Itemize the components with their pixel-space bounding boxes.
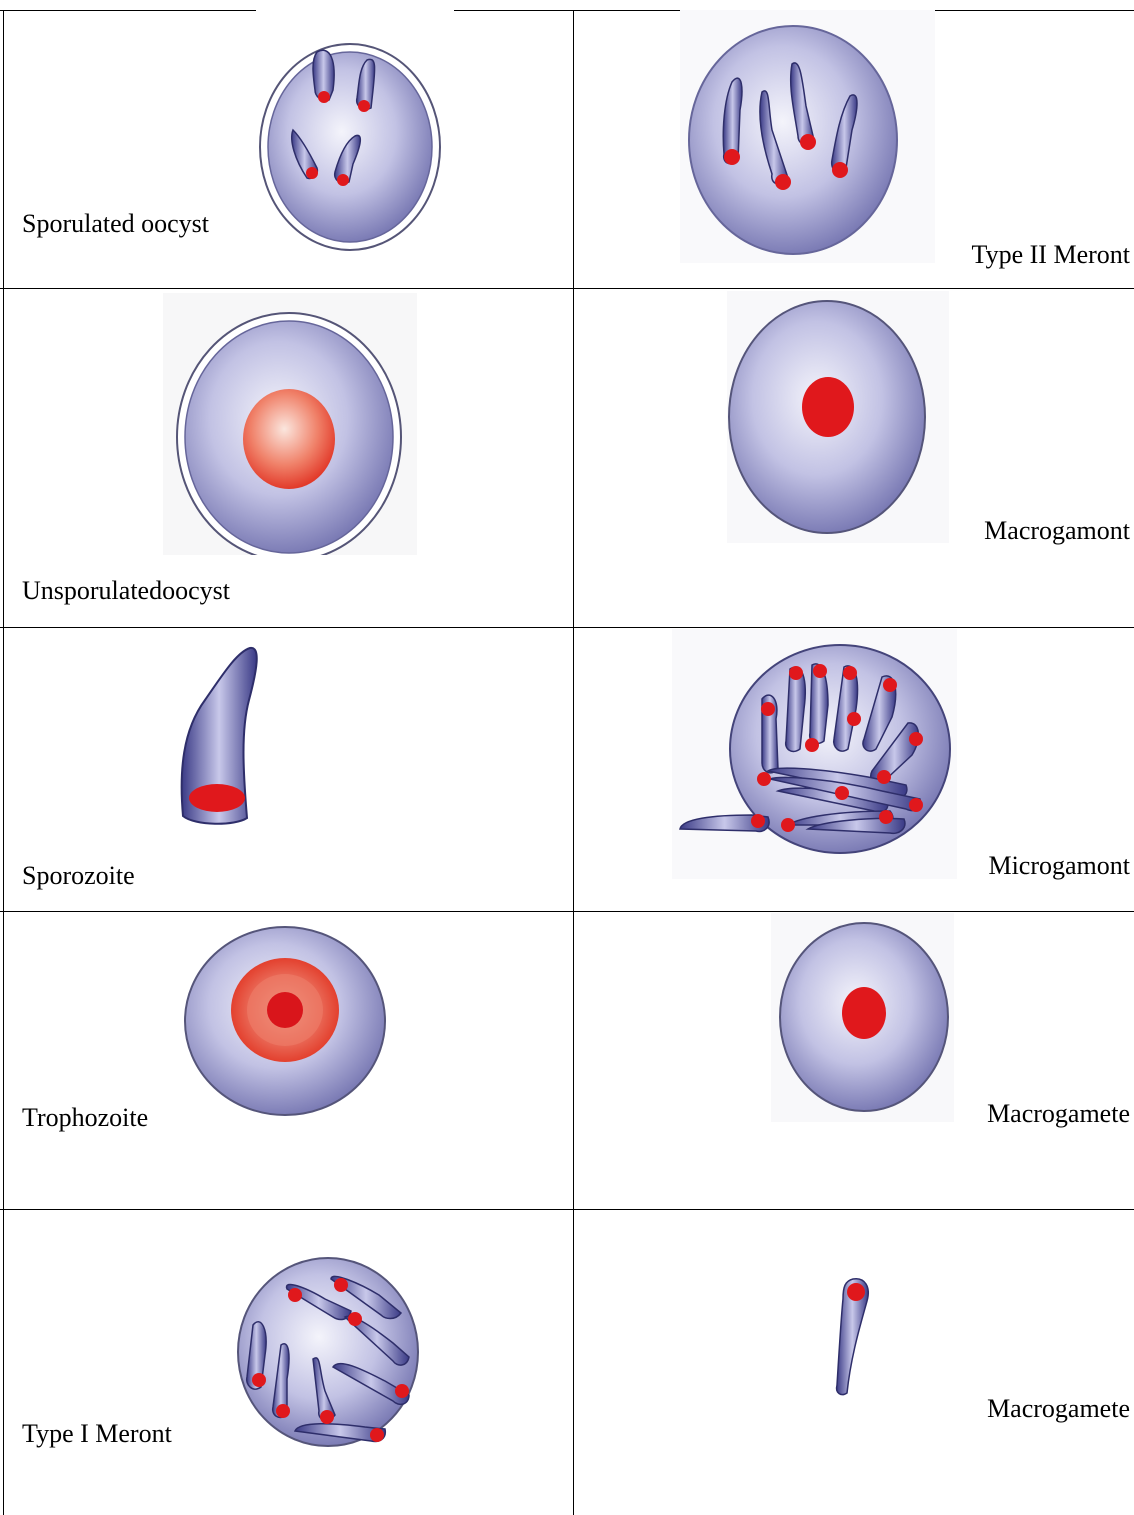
- type-i-meront-figure: [235, 1255, 421, 1450]
- unsporulated-oocyst-figure: [163, 293, 417, 555]
- type-ii-meront-figure: [680, 10, 935, 263]
- row-divider: [0, 288, 1134, 289]
- microgamont-figure: [672, 629, 957, 879]
- macrogamont-figure: [727, 291, 949, 543]
- trophozoite-figure: [183, 925, 388, 1117]
- sporozoite-figure: [165, 640, 270, 840]
- stage-label: Macrogamete: [987, 1101, 1130, 1127]
- row-divider: [0, 911, 1134, 912]
- sporulated-oocyst-figure: [255, 40, 445, 255]
- stage-label: Sporulated oocyst: [22, 211, 209, 237]
- macrogamete-figure: [771, 913, 954, 1122]
- stage-label: Microgamont: [988, 853, 1130, 879]
- column-divider: [573, 10, 574, 1515]
- row-divider: [0, 627, 1134, 628]
- stage-label: Type I Meront: [22, 1421, 172, 1447]
- macrogamete-slender-figure: [825, 1275, 880, 1400]
- stage-label: Macrogamete: [987, 1396, 1130, 1422]
- row-divider: [0, 1209, 1134, 1210]
- stage-label: Sporozoite: [22, 863, 135, 889]
- table-left-border: [3, 10, 4, 1515]
- stage-label: Unsporulatedoocyst: [22, 578, 230, 604]
- stage-label: Macrogamont: [984, 518, 1130, 544]
- stage-label: Trophozoite: [22, 1105, 148, 1131]
- table-top-border-left: [0, 10, 256, 11]
- stage-label: Type II Meront: [972, 242, 1130, 268]
